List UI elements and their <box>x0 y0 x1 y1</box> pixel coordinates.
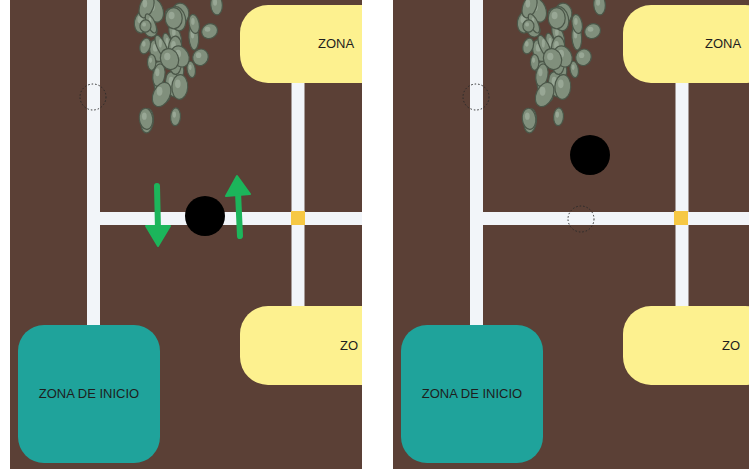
zone-label: ZO <box>722 338 740 354</box>
zone-label: ZONA DE INICIO <box>422 386 522 402</box>
zone-box: ZONA <box>623 5 749 83</box>
board-panel: ZONA ZO ZONA DE INICIO <box>10 0 362 469</box>
game-piece <box>185 196 225 236</box>
start-zone: ZONA DE INICIO <box>18 325 160 463</box>
game-piece <box>570 135 610 175</box>
start-zone: ZONA DE INICIO <box>401 325 543 463</box>
path <box>87 0 100 330</box>
track-path <box>292 83 305 306</box>
zone-box: ZO <box>240 306 362 385</box>
pieces <box>568 135 688 232</box>
zone-box: ZONA <box>240 5 362 83</box>
path <box>470 0 483 330</box>
move-arrows <box>146 176 250 246</box>
zone-label: ZONA <box>318 36 354 52</box>
zone-label: ZO <box>340 338 358 354</box>
crossing-marker <box>674 211 688 225</box>
pieces <box>146 176 305 246</box>
track-path <box>676 83 689 306</box>
zone-box: ZO <box>623 306 749 385</box>
stones <box>516 0 606 134</box>
empty-spot <box>80 84 106 110</box>
empty-spot <box>568 206 594 232</box>
empty-spot <box>463 84 489 110</box>
path <box>470 212 749 225</box>
crossing-marker <box>291 211 305 225</box>
zone-label: ZONA DE INICIO <box>39 386 139 402</box>
zone-label: ZONA <box>705 36 741 52</box>
board-panel: ZONA ZO ZONA DE INICIO <box>393 0 749 469</box>
stones <box>133 0 223 134</box>
